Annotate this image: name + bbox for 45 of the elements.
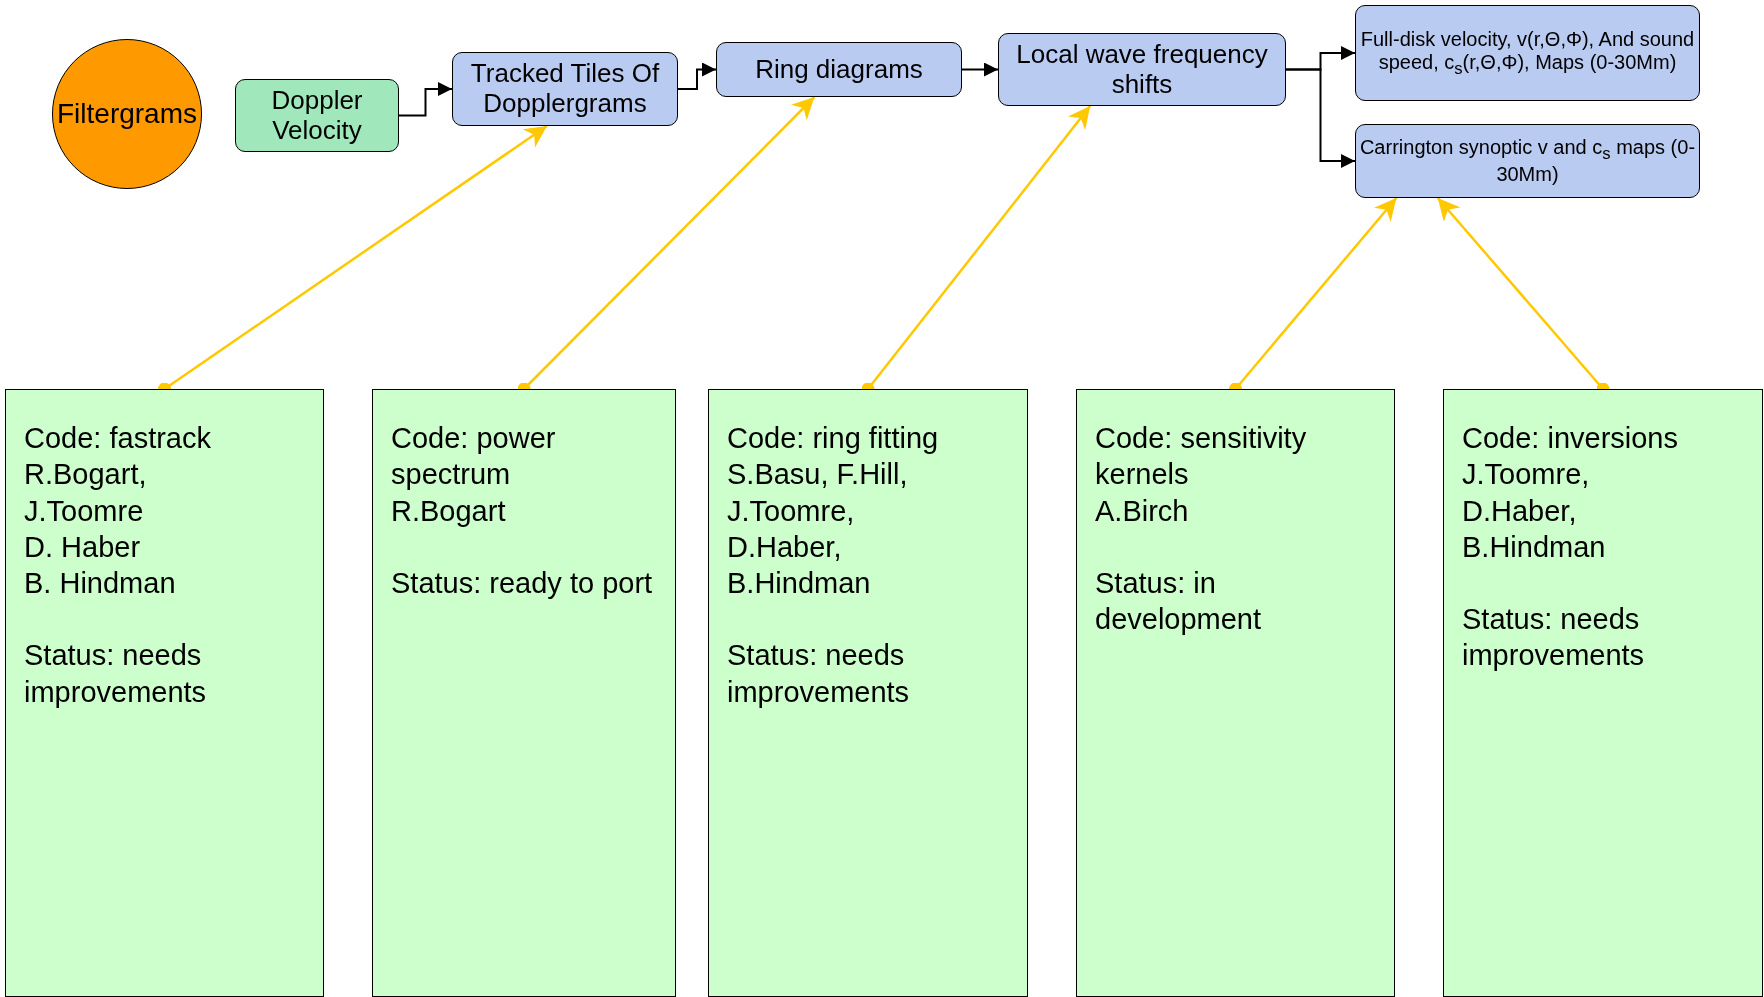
code-label: Code: ring fitting <box>727 421 939 456</box>
author-name: J.Toomre <box>24 493 144 529</box>
node-label: Filtergrams <box>57 97 197 131</box>
author-name: R.Bogart, <box>24 457 147 493</box>
author-name: B. Hindman <box>24 566 176 601</box>
author-name: D.Haber, <box>1462 493 1577 529</box>
process-box <box>452 52 678 126</box>
info-card <box>372 389 676 997</box>
node-label: Full-disk velocity, v(r,Θ,Φ), And sound speed, c$_{s}$(r,Θ,Φ), Maps (0-30Mm) <box>1359 27 1696 79</box>
node-label: Ring diagrams <box>755 54 923 85</box>
code-label: Code: fastrack <box>24 421 211 456</box>
code-label: Code: sensitivity kernels <box>1095 421 1308 493</box>
process-box <box>716 42 962 97</box>
author-name: S.Basu, F.Hill, <box>727 457 908 493</box>
status-label: Status: needs improvements <box>1462 602 1646 674</box>
info-card <box>1443 389 1763 997</box>
info-card <box>5 389 324 997</box>
code-label: Code: power spectrum <box>391 421 557 493</box>
process-box <box>998 33 1286 106</box>
author-name: J.Toomre, <box>727 493 855 529</box>
code-label: Code: inversions <box>1462 421 1678 456</box>
arrow <box>1285 68 1356 168</box>
output-box <box>1355 124 1700 198</box>
process-box <box>235 79 399 152</box>
node-label: Carrington synoptic v and c$_{s}$ maps (0-30Mm) <box>1358 135 1697 187</box>
arrow <box>398 82 453 117</box>
author-name: D.Haber, <box>727 529 842 565</box>
info-card <box>708 389 1028 997</box>
author-name: R.Bogart <box>391 493 506 529</box>
node-label: Local wave frequency shifts <box>1015 39 1269 100</box>
node-label: Tracked Tiles Of Dopplergrams <box>469 59 661 119</box>
arrow <box>961 62 999 77</box>
arrow <box>677 62 717 90</box>
info-card <box>1076 389 1395 997</box>
author-name: B.Hindman <box>727 566 871 601</box>
status-label: Status: in development <box>1095 565 1263 637</box>
status-label: Status: needs improvements <box>727 638 911 710</box>
author-name: B.Hindman <box>1462 529 1606 565</box>
author-name: A.Birch <box>1095 493 1189 529</box>
output-box <box>1355 5 1700 101</box>
author-name: D. Haber <box>24 529 141 565</box>
status-label: Status: needs improvements <box>24 638 208 710</box>
status-label: Status: ready to port <box>391 565 653 601</box>
author-name: J.Toomre, <box>1462 457 1590 493</box>
node-label: Doppler Velocity <box>270 85 364 146</box>
